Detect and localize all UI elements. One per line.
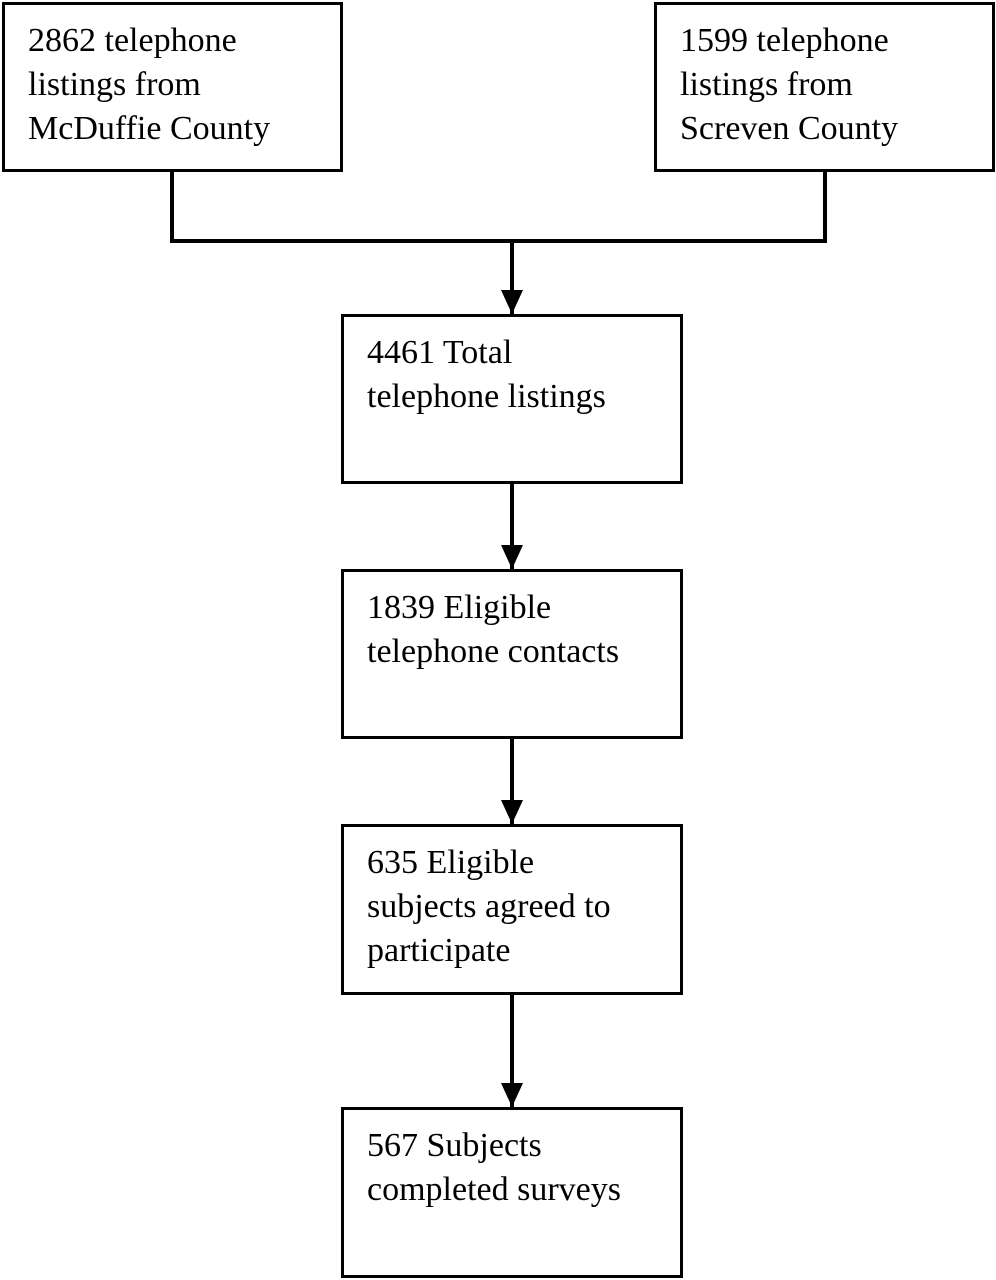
box-text-line: 567 Subjects bbox=[367, 1127, 542, 1164]
box-text-line: McDuffie County bbox=[28, 110, 271, 147]
box-text-line: 2862 telephone bbox=[28, 22, 237, 59]
screven-listings-box: 1599 telephone listings from Screven Cou… bbox=[654, 2, 995, 172]
box-text-line: completed surveys bbox=[367, 1171, 621, 1208]
box-text-line: listings from bbox=[680, 66, 853, 103]
total-listings-box: 4461 Total telephone listings bbox=[341, 314, 683, 484]
box-text-line: 635 Eligible bbox=[367, 844, 535, 881]
agreed-participants-box: 635 Eligible subjects agreed to particip… bbox=[341, 824, 683, 995]
box-text-line: 1599 telephone bbox=[680, 22, 889, 59]
box-text-line: 1839 Eligible bbox=[367, 589, 552, 626]
merge-connector bbox=[170, 171, 827, 243]
box-text-line: listings from bbox=[28, 66, 201, 103]
eligible-contacts-box: 1839 Eligible telephone contacts bbox=[341, 569, 683, 739]
mcduffie-listings-box: 2862 telephone listings from McDuffie Co… bbox=[2, 2, 343, 172]
completed-surveys-box: 567 Subjects completed surveys bbox=[341, 1107, 683, 1278]
box-text-line: telephone listings bbox=[367, 378, 606, 415]
box-text-line: telephone contacts bbox=[367, 633, 620, 670]
box-text-line: Screven County bbox=[680, 110, 899, 147]
box-text-line: 4461 Total bbox=[367, 334, 513, 371]
box-text-line: subjects agreed to bbox=[367, 888, 611, 925]
box-text-line: participate bbox=[367, 932, 511, 969]
